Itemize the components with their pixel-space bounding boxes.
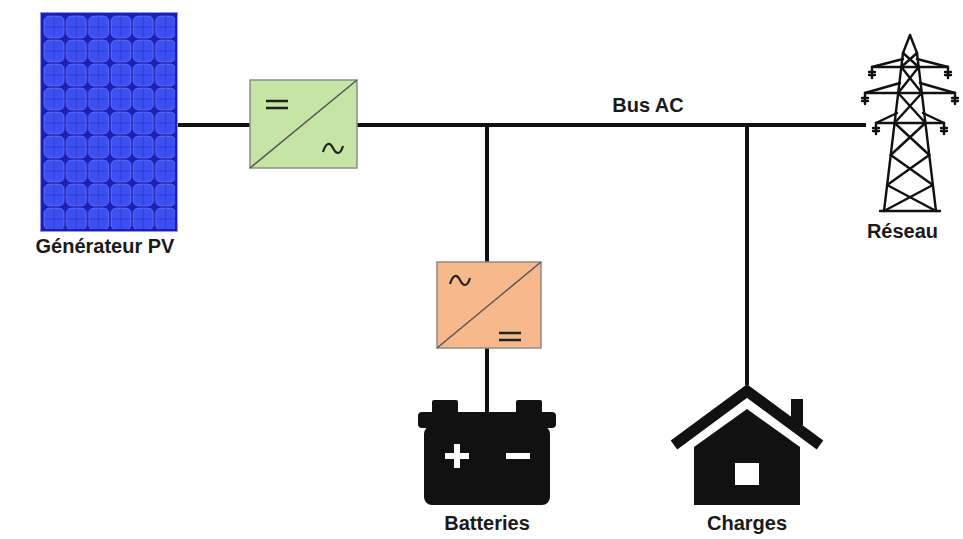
ac-bus-wire [747, 125, 864, 383]
pylon-icon [862, 35, 958, 212]
pv-generator: Générateur PV [2, 8, 208, 262]
node-label: Charges [657, 511, 837, 535]
node-label: Batteries [397, 511, 577, 535]
bus-label: Bus AC [608, 93, 687, 117]
house-icon [668, 383, 826, 505]
ac-dc-converter [437, 262, 541, 348]
node-label: Réseau [845, 219, 960, 243]
battery-icon [418, 400, 556, 505]
node-label: Générateur PV [2, 234, 208, 258]
load-node: Charges [657, 378, 837, 537]
battery-node: Batteries [397, 395, 577, 537]
ac-bus-wire [487, 125, 864, 412]
grid-node: Réseau [845, 30, 960, 246]
dc-ac-inverter [250, 80, 357, 168]
solar-panel [40, 12, 178, 232]
